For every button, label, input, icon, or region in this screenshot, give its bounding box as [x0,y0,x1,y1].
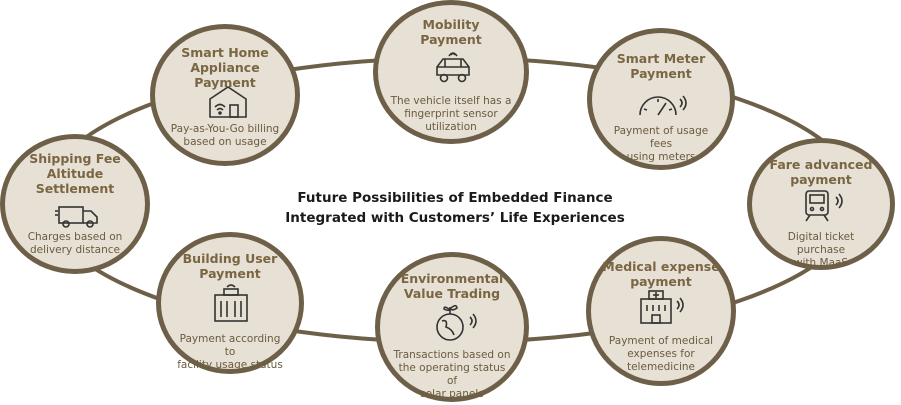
node-description: Payment according to facility usage stat… [177,333,283,371]
node-title: Smart Meter Payment [616,51,706,81]
hospital-icon [640,290,684,324]
node-smart-meter: Smart Meter Payment Payment of usage fee… [587,28,735,170]
node-description: Payment of medical expenses for telemedi… [608,335,714,373]
meter-gauge-icon [639,95,687,116]
node-description: Transactions based on the operating stat… [393,349,511,400]
house-wifi-icon [209,86,247,118]
node-fare: Fare advanced payment Digital ticket pur… [747,138,895,270]
node-description: Charges based on delivery distance [27,231,123,256]
node-description: Digital ticket purchase with MaaS [787,231,855,269]
node-title: Building User Payment [182,251,278,281]
train-icon [805,190,843,222]
node-title: Smart Home Appliance Payment [181,45,269,90]
node-smart-home: Smart Home Appliance Payment Pay-as-You-… [150,24,300,166]
node-title: Shipping Fee Altitude Settlement [29,151,121,196]
node-title: Fare advanced payment [769,157,873,187]
delivery-truck-icon [55,206,98,228]
node-title: Environmental Value Trading [400,271,504,301]
node-medical: Medical expense payment Payment of medic… [586,236,736,386]
node-description: Payment of usage fees using meters [613,125,709,163]
node-mobility: Mobility Payment The vehicle itself has … [373,0,529,144]
car-icon [436,52,470,83]
node-building: Building User Payment Payment according … [156,232,304,374]
node-title: Mobility Payment [420,17,482,47]
building-icon [214,284,248,322]
center-title: Future Possibilities of Embedded Finance… [280,188,630,228]
center-title-line1: Future Possibilities of Embedded Finance [297,190,613,206]
node-title: Medical expense payment [602,259,720,289]
node-description: The vehicle itself has a fingerprint sen… [390,95,512,133]
node-description: Pay-as-You-Go billing based on usage [170,123,280,148]
globe-plant-icon [436,304,477,341]
node-shipping: Shipping Fee Altitude Settlement Charges… [0,134,150,274]
center-title-line2: Integrated with Customers’ Life Experien… [285,210,625,226]
node-environment: Environmental Value Trading Transactions… [375,252,529,402]
